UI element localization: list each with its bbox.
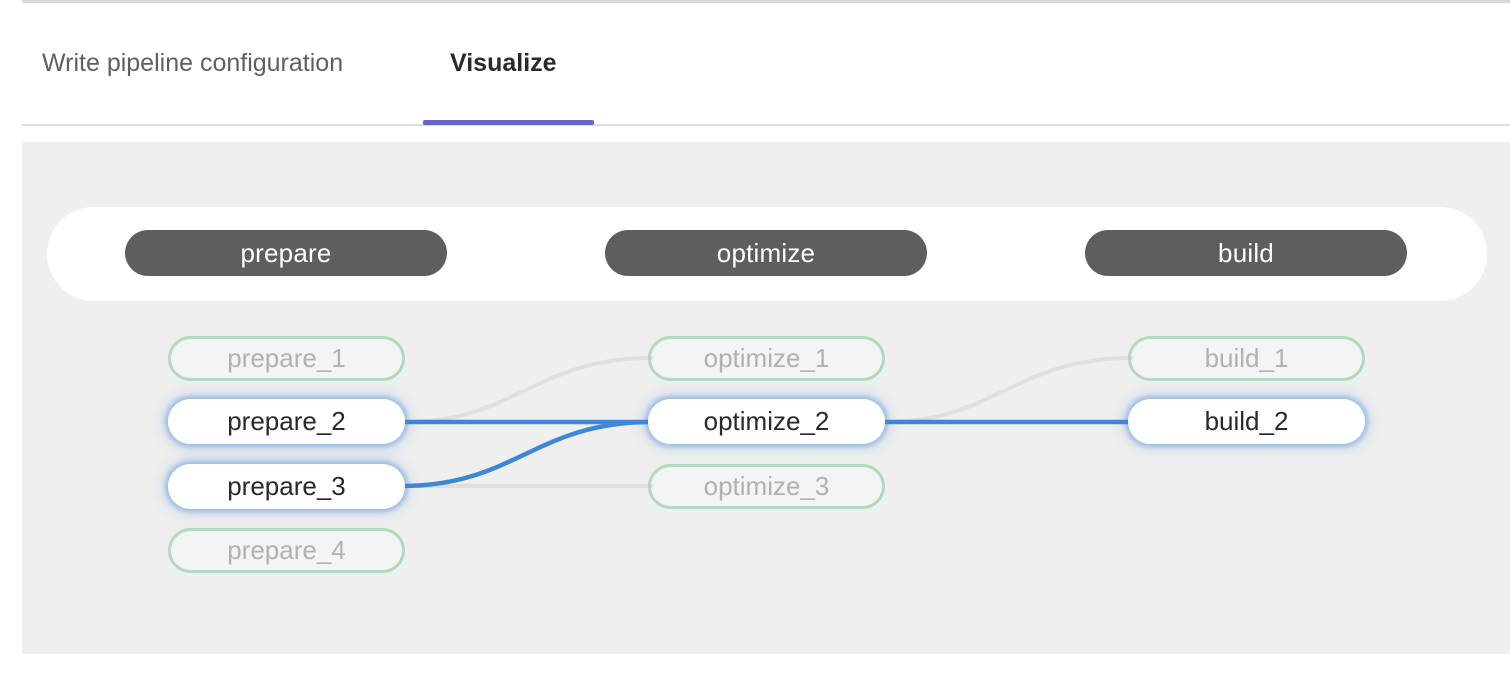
job-node-prepare_4[interactable]: prepare_4 <box>168 528 405 573</box>
stage-pill-optimize-label: optimize <box>716 237 816 268</box>
tab-write-pipeline-configuration[interactable]: Write pipeline configuration <box>42 3 343 124</box>
job-label: build_1 <box>1204 343 1289 373</box>
active-tab-indicator <box>423 120 594 125</box>
job-label: optimize_1 <box>703 343 830 373</box>
stage-pill-optimize: optimize <box>605 230 927 276</box>
top-divider <box>22 0 1510 3</box>
job-label: prepare_1 <box>227 343 346 373</box>
job-node-optimize_2[interactable]: optimize_2 <box>648 399 885 444</box>
job-label: prepare_2 <box>227 406 346 436</box>
stage-pill-build: build <box>1085 230 1407 276</box>
job-label: build_2 <box>1204 406 1289 436</box>
job-node-prepare_1[interactable]: prepare_1 <box>168 336 405 381</box>
job-node-build_2[interactable]: build_2 <box>1128 399 1365 444</box>
tab-bar-divider <box>22 124 1510 126</box>
pipeline-editor-tab-bar: Write pipeline configuration Visualize <box>0 3 1510 126</box>
job-label: prepare_4 <box>227 535 346 565</box>
tab-visualize-label: Visualize <box>450 49 557 77</box>
job-node-build_1[interactable]: build_1 <box>1128 336 1365 381</box>
tab-write-label: Write pipeline configuration <box>42 49 344 77</box>
job-label: prepare_3 <box>227 471 346 501</box>
job-label: optimize_2 <box>703 406 830 436</box>
stage-pill-build-label: build <box>1218 237 1274 268</box>
job-node-prepare_3[interactable]: prepare_3 <box>168 464 405 509</box>
job-node-optimize_1[interactable]: optimize_1 <box>648 336 885 381</box>
stage-pill-prepare-label: prepare <box>240 237 332 268</box>
stage-pill-prepare: prepare <box>125 230 447 276</box>
tab-visualize[interactable]: Visualize <box>450 3 557 124</box>
job-label: optimize_3 <box>703 471 830 501</box>
job-node-optimize_3[interactable]: optimize_3 <box>648 464 885 509</box>
job-node-prepare_2[interactable]: prepare_2 <box>168 399 405 444</box>
